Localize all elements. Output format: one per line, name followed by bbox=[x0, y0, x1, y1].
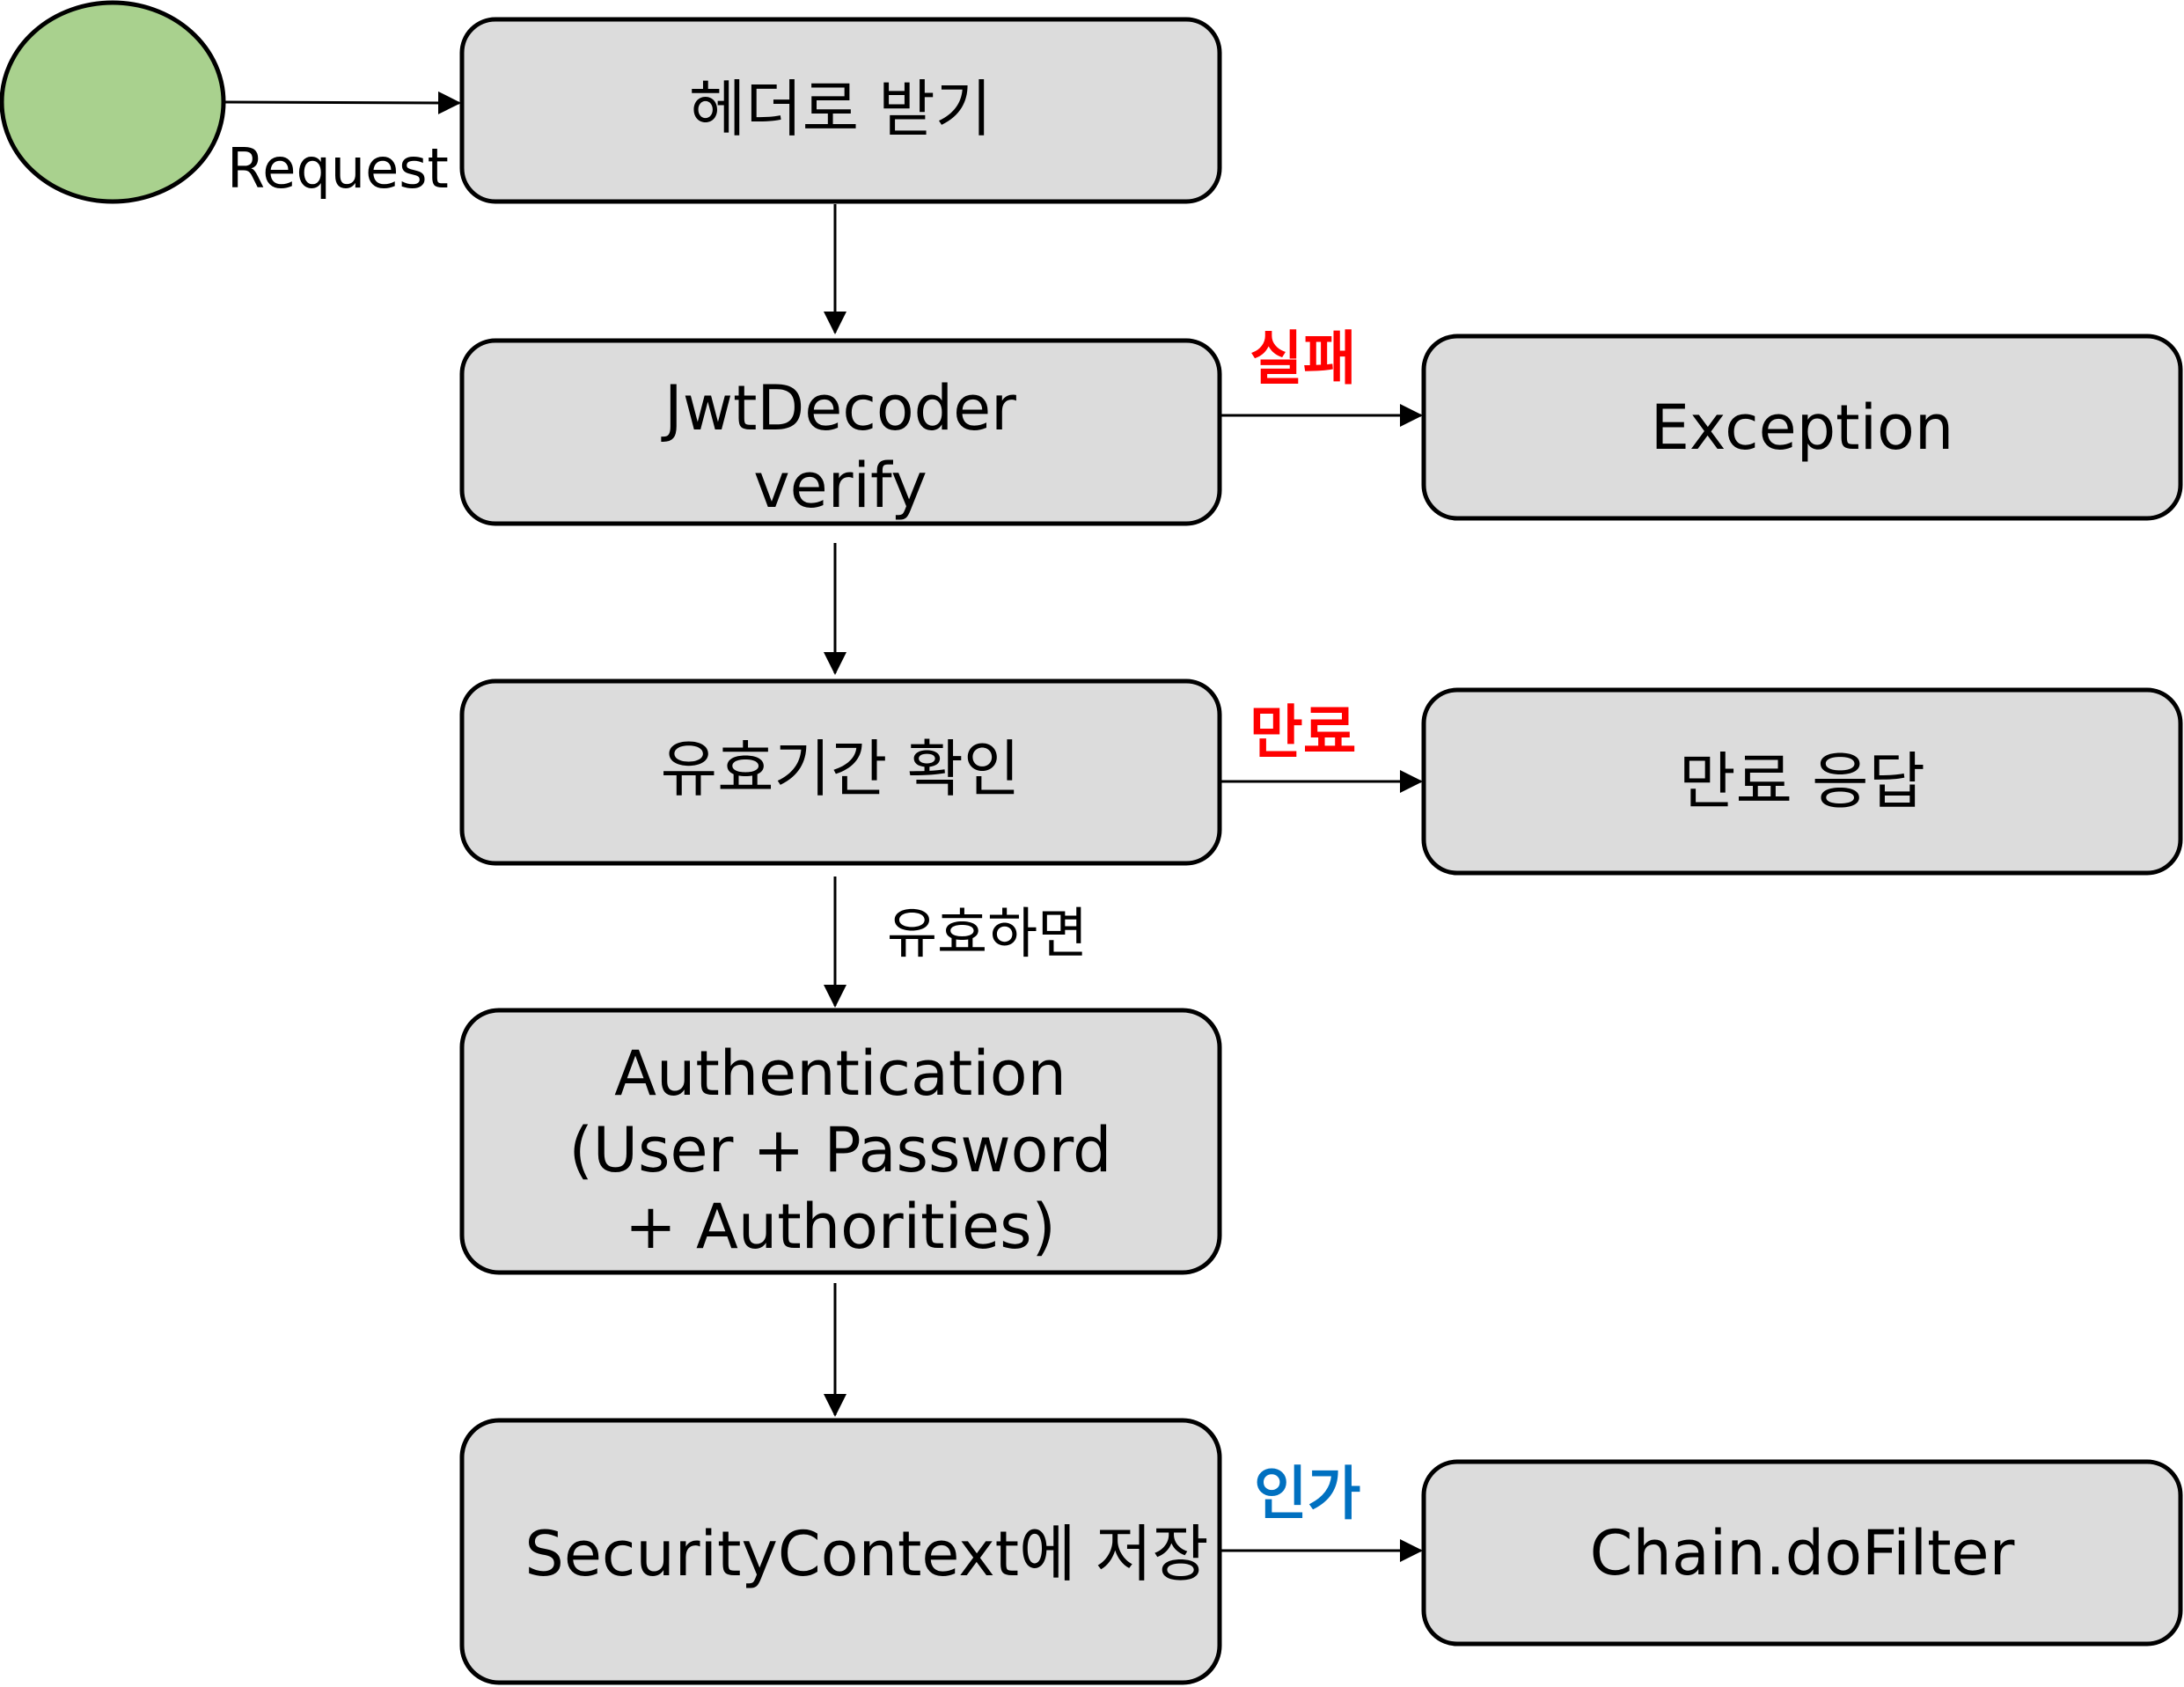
edge-request-label: Request bbox=[227, 136, 449, 201]
decoder-box bbox=[459, 338, 1222, 526]
decoder-box-line2: verify bbox=[753, 450, 927, 522]
exception-box-label: Exception bbox=[1651, 392, 1954, 464]
edge-authorize-label: 인가 bbox=[1254, 1460, 1360, 1528]
edge-expired-label: 만료 bbox=[1250, 699, 1356, 766]
authentication-box-line3: + Authorities) bbox=[625, 1191, 1056, 1263]
validity-box-label: 유효기간 확인 bbox=[661, 733, 1021, 805]
validity-box bbox=[459, 678, 1222, 866]
edge-fail-label: 실패 bbox=[1250, 325, 1356, 392]
chain-box bbox=[1421, 1459, 2183, 1647]
edge-valid-label: 유효하면 bbox=[887, 901, 1088, 965]
authentication-box-line2: (User + Password bbox=[569, 1114, 1112, 1186]
decoder-box-line1: JwtDecoder bbox=[661, 372, 1016, 444]
header-box bbox=[459, 17, 1222, 204]
expired-response-box-label: 만료 응답 bbox=[1679, 745, 1925, 818]
start-node bbox=[0, 0, 226, 204]
chain-box-label: Chain.doFilter bbox=[1590, 1517, 2015, 1589]
edge-request-arrow bbox=[223, 91, 461, 114]
save-box bbox=[459, 1418, 1222, 1685]
exception-box bbox=[1421, 334, 2183, 521]
expired-response-box bbox=[1421, 687, 2183, 876]
authentication-box bbox=[459, 1008, 1222, 1275]
authentication-box-line1: Authentication bbox=[614, 1038, 1066, 1110]
header-box-label: 헤더로 받기 bbox=[689, 73, 992, 145]
save-box-label: SecurityContext에 저장 bbox=[524, 1518, 1208, 1590]
